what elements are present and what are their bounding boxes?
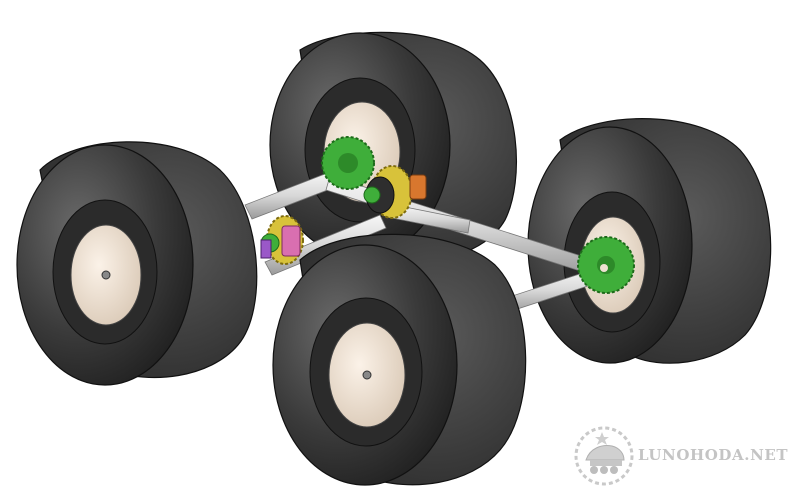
wheel-front [272, 233, 527, 486]
watermark: LUNOHODA.NET [572, 422, 788, 492]
wheel-right [527, 118, 772, 364]
wheel-left [16, 141, 258, 386]
drive-motor-center [363, 165, 427, 219]
watermark-text: LUNOHODA.NET [638, 446, 789, 464]
drive-sprocket-right [577, 236, 635, 294]
drive-motor-left [260, 215, 304, 265]
lunokhod-emblem-icon [574, 426, 634, 486]
drive-sprocket-back [321, 136, 375, 190]
